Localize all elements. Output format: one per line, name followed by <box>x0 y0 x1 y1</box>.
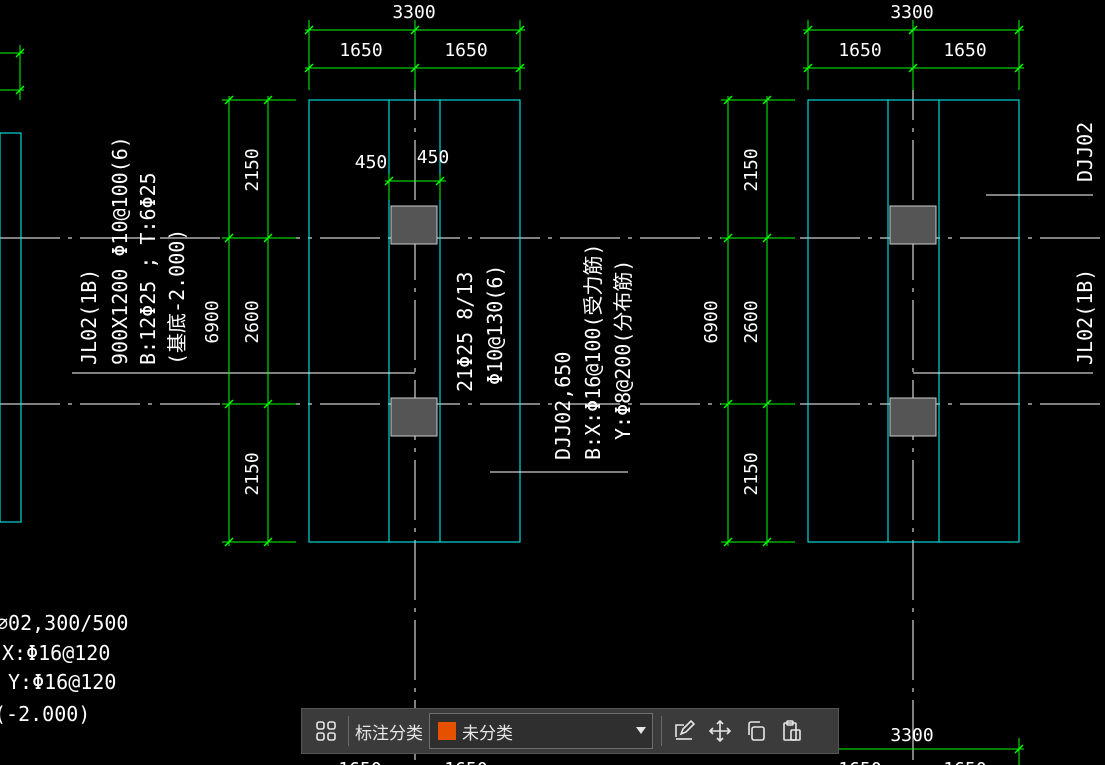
dim-text: 2150 <box>242 148 263 191</box>
category-label: 标注分类 <box>355 723 423 743</box>
dim-text: 1650 <box>339 40 382 61</box>
dim-text: 2600 <box>741 300 762 343</box>
dim-text: 1650 <box>838 40 881 61</box>
column-square <box>390 397 438 437</box>
beam-label-right: JL02(1B) <box>1073 269 1097 365</box>
dim-text: 450 <box>355 152 388 173</box>
dim-text: 1650 <box>943 40 986 61</box>
grid-icon[interactable] <box>308 713 344 749</box>
footing-note: (-2.000) <box>0 702 90 726</box>
dim-text: 6900 <box>701 300 722 343</box>
footing-note: ⌀02,300/500 <box>0 611 128 635</box>
column-square <box>889 397 937 437</box>
leader-lines <box>72 194 1093 473</box>
dim-text: 6900 <box>202 300 223 343</box>
dim-text: 2150 <box>741 148 762 191</box>
dim-text: 2150 <box>741 452 762 495</box>
dimension-ticks <box>15 25 1024 754</box>
footing-label-right: DJJ02 <box>1073 122 1097 182</box>
footing-rebar-y: Y:Φ8@200(分布筋) <box>611 260 635 440</box>
category-value: 未分类 <box>462 723 513 743</box>
chevron-down-icon <box>636 727 646 734</box>
beam-label: JL02(1B) <box>77 269 101 365</box>
dim-text: 1650 <box>338 759 381 765</box>
annotation-toolbar: 标注分类 未分类 <box>301 708 839 754</box>
column-square <box>390 205 438 245</box>
dim-text: 2600 <box>242 300 263 343</box>
dim-text: 3300 <box>890 2 933 23</box>
column-square <box>889 205 937 245</box>
footing-outlines <box>0 99 1020 543</box>
footing-rebar-x: B:X:Φ16@100(受力筋) <box>581 243 605 460</box>
beam-section: 900X1200 Φ10@100(6) <box>108 136 132 365</box>
category-select[interactable]: 未分类 <box>429 713 653 749</box>
dimension-lines <box>0 20 1024 765</box>
move-icon[interactable] <box>702 713 738 749</box>
dim-text: 1650 <box>943 759 986 765</box>
dim-text: 450 <box>417 147 450 168</box>
footing-note: Y:Φ16@120 <box>8 670 116 694</box>
paste-icon[interactable] <box>774 713 810 749</box>
beam-elevation: (基底-2.000) <box>165 229 189 365</box>
dim-text: 3300 <box>392 2 435 23</box>
beam-reinforcement-2: 21Φ25 8/13 <box>453 272 477 392</box>
dim-text: 1650 <box>444 759 487 765</box>
toolbar-divider <box>661 716 662 746</box>
dim-text: 2150 <box>242 452 263 495</box>
category-color-swatch <box>438 722 456 740</box>
columns <box>390 205 937 437</box>
dim-text: 3300 <box>890 725 933 746</box>
edit-icon[interactable] <box>666 713 702 749</box>
copy-icon[interactable] <box>738 713 774 749</box>
footing-label: DJJ02,650 <box>551 352 575 460</box>
beam-stirrup: Φ10@130(6) <box>483 265 507 385</box>
dim-text: 1650 <box>444 40 487 61</box>
toolbar-divider <box>348 716 349 746</box>
dim-text: 1650 <box>838 759 881 765</box>
beam-reinforcement: B:12Φ25 ; T:6Φ25 <box>136 172 160 365</box>
footing-note: X:Φ16@120 <box>2 641 110 665</box>
